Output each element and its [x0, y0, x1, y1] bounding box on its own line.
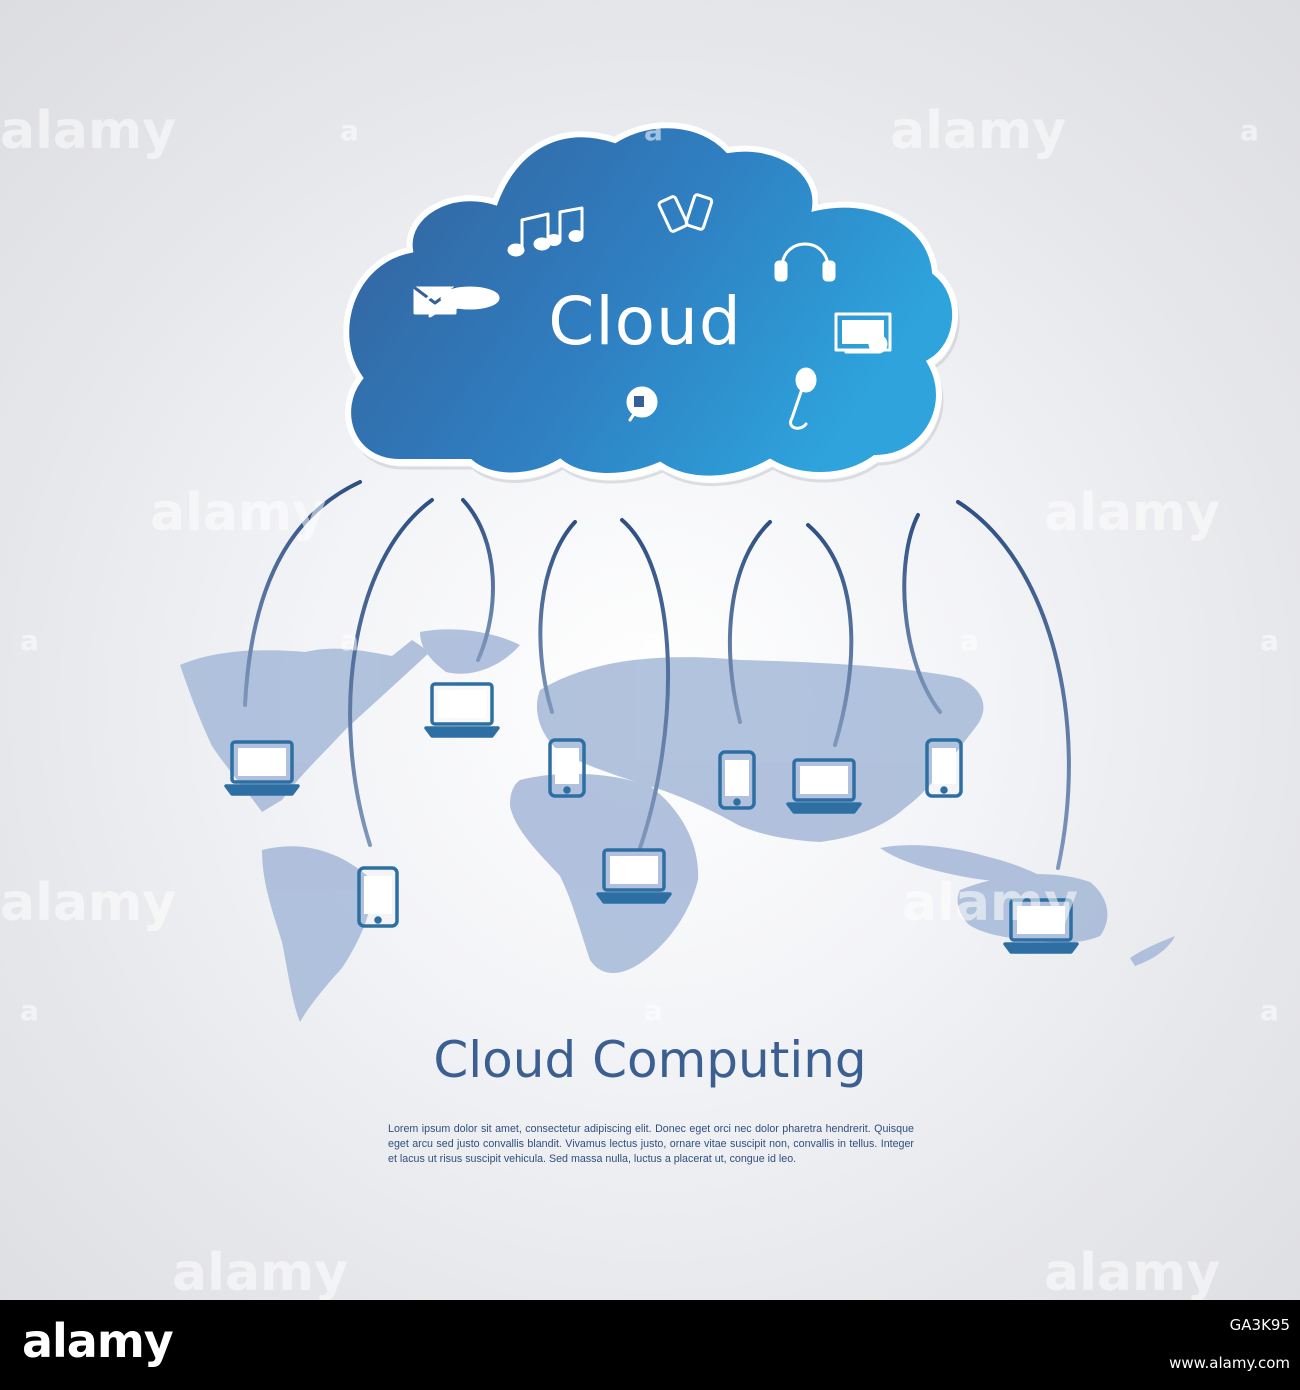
- watermark-mark: a: [644, 994, 663, 1027]
- connection-line: [538, 520, 577, 714]
- cloud-label: Cloud: [548, 283, 742, 360]
- chat-icon: [626, 386, 658, 422]
- map-eurasia: [536, 657, 984, 842]
- body-text: Lorem ipsum dolor sit amet, consectetur …: [388, 1123, 914, 1165]
- watermark-text: alamy: [890, 101, 1066, 161]
- mobile-phones-icon: [657, 193, 714, 233]
- map-north-america: [180, 640, 430, 812]
- diagram-title: Cloud Computing: [433, 1031, 867, 1089]
- watermark-mark: a: [340, 114, 359, 147]
- map-greenland: [420, 629, 520, 674]
- connection-line: [243, 480, 362, 707]
- watermark-layer: alamy alamy alamy alamy alamy alamy alam…: [0, 101, 1279, 1300]
- headphones-icon: [774, 242, 836, 282]
- connection-line: [348, 498, 434, 847]
- music-notes-icon: [507, 206, 584, 257]
- devices: [224, 682, 1079, 954]
- watermark-mark: a: [644, 114, 663, 147]
- presentation-icon: [834, 312, 892, 354]
- watermark-mark: a: [20, 994, 39, 1027]
- connection-line: [806, 523, 854, 747]
- diagram-artwork: alamy alamy alamy alamy alamy alamy alam…: [0, 101, 1279, 1300]
- connection-line: [902, 513, 942, 714]
- watermark-text: alamy: [1044, 1243, 1220, 1300]
- microphone-icon: [789, 367, 817, 430]
- connection-line: [728, 520, 772, 724]
- watermark-text: alamy: [1044, 483, 1220, 543]
- tablet-icon: [548, 738, 586, 798]
- tablet-icon: [718, 750, 756, 810]
- world-map: [180, 629, 1175, 1022]
- watermark-text: alamy: [902, 873, 1078, 933]
- connection-line: [620, 518, 671, 850]
- connection-lines: [243, 480, 1071, 870]
- watermark-mark: a: [644, 624, 663, 657]
- laptop-icon: [224, 740, 300, 796]
- map-indonesia: [880, 845, 1045, 882]
- cloud-icons: [413, 193, 892, 430]
- connection-line: [956, 500, 1071, 870]
- watermark-text: alamy: [172, 1243, 348, 1300]
- speech-bubble-icon: [424, 286, 500, 318]
- laptop-icon: [596, 848, 672, 904]
- watermark-mark: a: [1260, 994, 1279, 1027]
- image-id: GA3K95: [1229, 1316, 1290, 1334]
- connection-line: [461, 498, 495, 662]
- map-new-zealand: [1130, 936, 1175, 966]
- stock-banner: [0, 1300, 1300, 1390]
- laptop-icon: [424, 682, 500, 738]
- tablet-icon: [357, 866, 399, 928]
- watermark-mark: a: [340, 624, 359, 657]
- watermark-text: alamy: [0, 873, 176, 933]
- watermark-text: alamy: [0, 101, 176, 161]
- tablet-icon: [925, 738, 963, 798]
- site-url: www.alamy.com: [1169, 1354, 1290, 1372]
- watermark-mark: a: [960, 624, 979, 657]
- brand-logo: alamy: [22, 1314, 174, 1368]
- watermark-text: alamy: [150, 483, 326, 543]
- watermark-mark: a: [1260, 624, 1279, 657]
- watermark-mark: a: [20, 624, 39, 657]
- watermark-mark: a: [1240, 114, 1259, 147]
- map-south-america: [262, 846, 373, 1022]
- laptop-icon: [786, 758, 862, 814]
- cloud-computing-illustration: alamy alamy alamy alamy alamy alamy alam…: [0, 0, 1300, 1300]
- laptop-icon: [1003, 898, 1079, 954]
